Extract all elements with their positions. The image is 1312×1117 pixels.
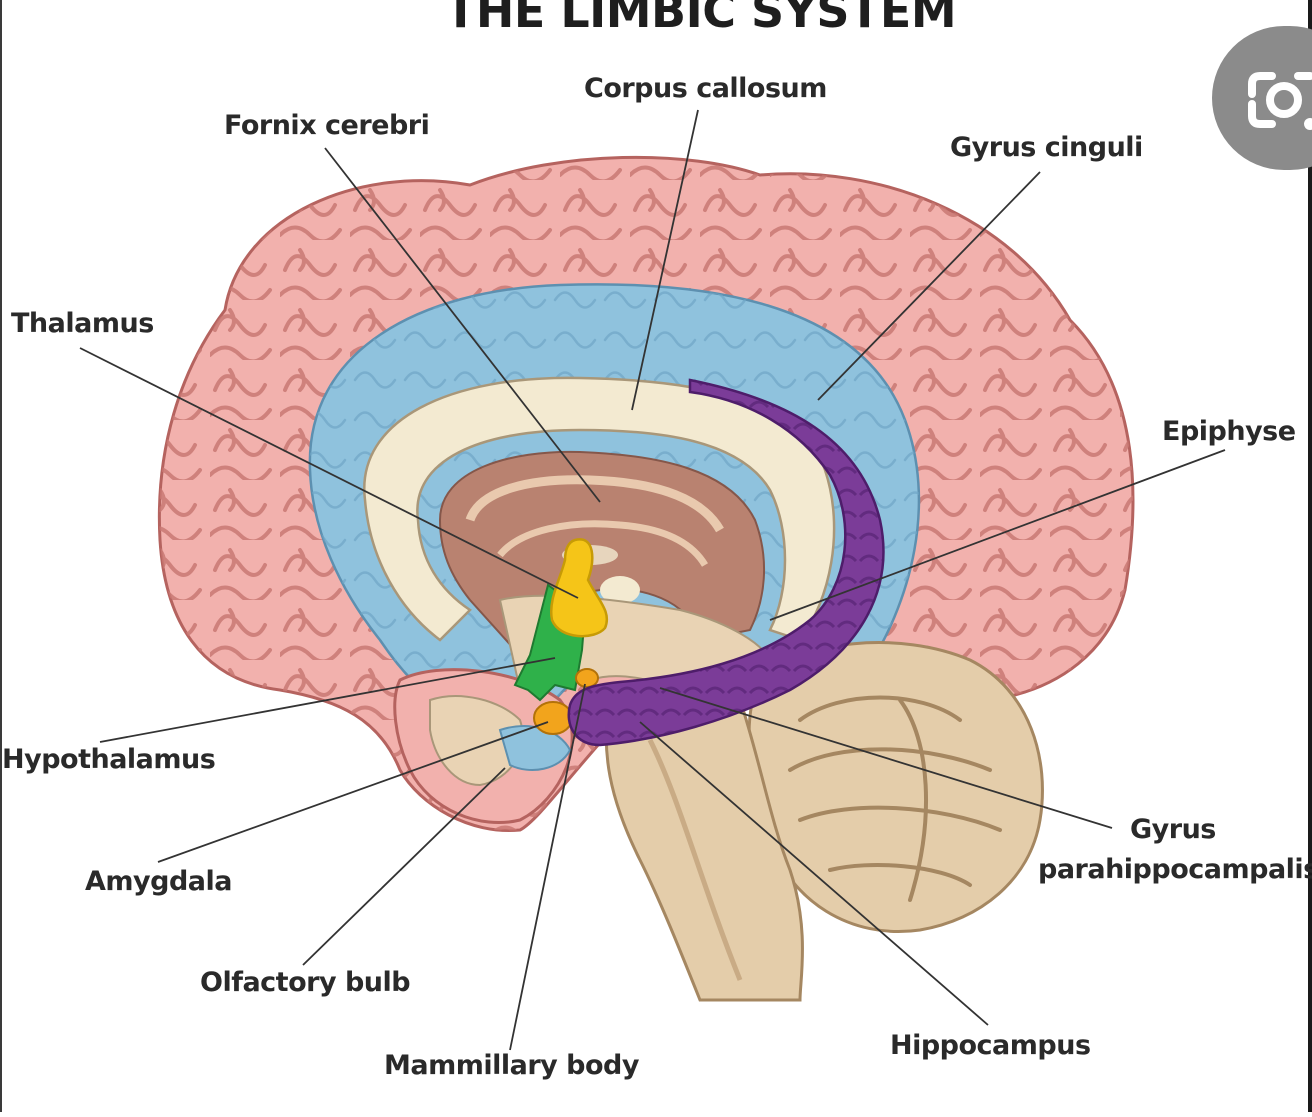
label-amygdala: Amygdala: [85, 866, 232, 897]
left-frame-edge: [0, 0, 2, 1112]
label-corpus-callosum: Corpus callosum: [584, 73, 827, 104]
label-hypothalamus: Hypothalamus: [2, 744, 216, 775]
lens-search-icon: [1248, 72, 1312, 130]
lens-search-button[interactable]: [1212, 26, 1312, 170]
leader-lines: [79, 109, 1226, 1051]
label-olfactory-bulb: Olfactory bulb: [200, 967, 411, 998]
diagram-title: THE LIMBIC SYSTEM: [445, 0, 957, 38]
right-frame-edge: [1308, 0, 1312, 1112]
mammillary-body-shape: [575, 668, 599, 688]
thalamus-shape: [549, 538, 608, 638]
label-gyrus-cinguli: Gyrus cinguli: [950, 132, 1143, 163]
label-hippocampus: Hippocampus: [890, 1030, 1091, 1061]
corpus-callosum-shape: [363, 376, 836, 642]
label-mammillary-body: Mammillary body: [384, 1050, 639, 1081]
label-thalamus: Thalamus: [11, 308, 154, 339]
amygdala-shape: [533, 701, 573, 735]
label-fornix-cerebri: Fornix cerebri: [224, 110, 430, 141]
label-gyrus-parahippocampalis-line1: Gyrus: [1130, 814, 1216, 845]
label-epiphyse: Epiphyse: [1162, 416, 1296, 447]
label-gyrus-parahippocampalis-line2: parahippocampalis: [1038, 854, 1312, 885]
